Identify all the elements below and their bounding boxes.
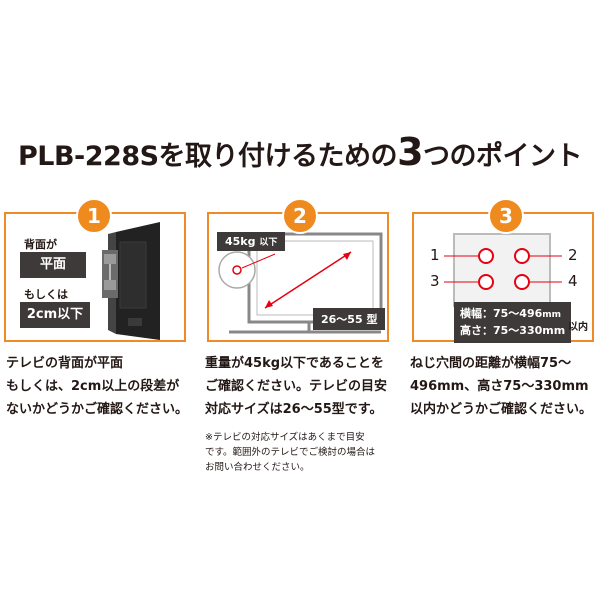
point-2-note: ※テレビの対応サイズはあくまで目安 です。範囲外のテレビでご検討の場合は お問い… — [205, 430, 375, 475]
hole-label-1: 1 — [430, 246, 440, 264]
title-suffix: つのポイント — [423, 141, 583, 172]
point-1-description: テレビの背面が平面 もしくは、2cm以上の段差が ないかどうかご確認ください。 — [6, 352, 188, 421]
hole-label-2: 2 — [568, 246, 578, 264]
point-2-note-line: お問い合わせください。 — [205, 462, 310, 473]
flat-label: 平面 — [20, 252, 86, 278]
point-3-desc-line: 496mm、高さ75～330mm — [410, 379, 589, 394]
size-tag: 26～55 型 — [313, 308, 386, 330]
spec-width: 横幅：75～496 — [460, 307, 543, 320]
back-label: 背面が — [24, 238, 57, 251]
spec-height-line: 高さ：75～330mm — [460, 323, 565, 339]
weight-unit: 以下 — [259, 238, 278, 248]
spec-width-unit: mm — [542, 310, 562, 320]
point-2-desc-line: 重量が45kg以下であることを — [205, 356, 384, 371]
point-2-note-line: ※テレビの対応サイズはあくまで目安 — [205, 432, 365, 443]
point-1-desc-line: もしくは、2cm以上の段差が — [6, 379, 180, 394]
hole-label-4: 4 — [568, 272, 578, 290]
point-2-desc-line: 対応サイズは26～55型です。 — [205, 402, 383, 417]
page-title: PLB-228Sを取り付けるための3つのポイント — [0, 130, 600, 174]
or-label: もしくは — [24, 288, 68, 301]
point-2-note-line: です。範囲外のテレビでご検討の場合は — [205, 447, 376, 458]
title-prefix: PLB-228Sを取り付けるための — [17, 141, 398, 172]
point-2-badge: 2 — [282, 198, 318, 234]
point-3-desc-line: 以内かどうかご確認ください。 — [410, 402, 593, 417]
tv-front-illustration — [218, 232, 383, 334]
weight-tag: 45kg 以下 — [217, 232, 286, 251]
point-3-desc-line: ねじ穴間の距離が横幅75～ — [410, 356, 572, 371]
tv-back-illustration — [102, 222, 160, 340]
point-1-desc-line: テレビの背面が平面 — [6, 356, 124, 371]
hole-spec: 横幅：75～496mm 高さ：75～330mm — [454, 302, 572, 343]
step-label: 2cm以下 — [20, 302, 90, 328]
point-3-description: ねじ穴間の距離が横幅75～ 496mm、高さ75～330mm 以内かどうかご確認… — [410, 352, 592, 421]
point-1-badge: 1 — [76, 198, 112, 234]
title-number: 3 — [397, 130, 424, 174]
spec-width-line: 横幅：75～496mm — [460, 306, 565, 323]
point-3-badge: 3 — [488, 198, 524, 234]
weight-value: 45kg — [225, 235, 256, 248]
spec-height: 高さ：75～330mm — [460, 324, 566, 337]
hole-label-3: 3 — [430, 272, 440, 290]
point-2-description: 重量が45kg以下であることを ご確認ください。テレビの目安 対応サイズは26～… — [205, 352, 387, 421]
point-2-desc-line: ご確認ください。テレビの目安 — [205, 379, 388, 394]
point-1-desc-line: ないかどうかご確認ください。 — [6, 402, 189, 417]
spec-suffix: 以内 — [568, 322, 588, 333]
